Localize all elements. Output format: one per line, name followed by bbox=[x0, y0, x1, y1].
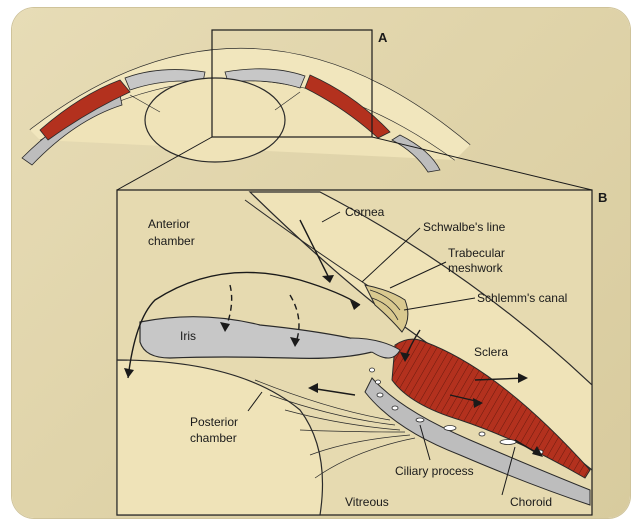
label-schlemms-canal: Schlemm's canal bbox=[477, 291, 567, 305]
label-schwalbes-line: Schwalbe's line bbox=[423, 220, 506, 234]
label-choroid: Choroid bbox=[510, 495, 552, 509]
lens bbox=[145, 78, 285, 162]
label-trabecular: Trabecular bbox=[448, 246, 505, 260]
label-iris: Iris bbox=[180, 329, 196, 343]
detail-panel: B bbox=[117, 190, 607, 515]
label-posterior: Posterior bbox=[190, 415, 238, 429]
label-chamber-anterior: chamber bbox=[148, 234, 195, 248]
label-cornea: Cornea bbox=[345, 205, 385, 219]
label-anterior: Anterior bbox=[148, 217, 190, 231]
label-meshwork: meshwork bbox=[448, 261, 504, 275]
label-ciliary-process: Ciliary process bbox=[395, 464, 474, 478]
label-chamber-posterior: chamber bbox=[190, 431, 237, 445]
label-vitreous: Vitreous bbox=[345, 495, 389, 509]
panel-b-label: B bbox=[598, 190, 607, 205]
panel-a-label: A bbox=[378, 30, 388, 45]
overview-panel: A bbox=[22, 30, 592, 190]
label-sclera: Sclera bbox=[474, 345, 508, 359]
